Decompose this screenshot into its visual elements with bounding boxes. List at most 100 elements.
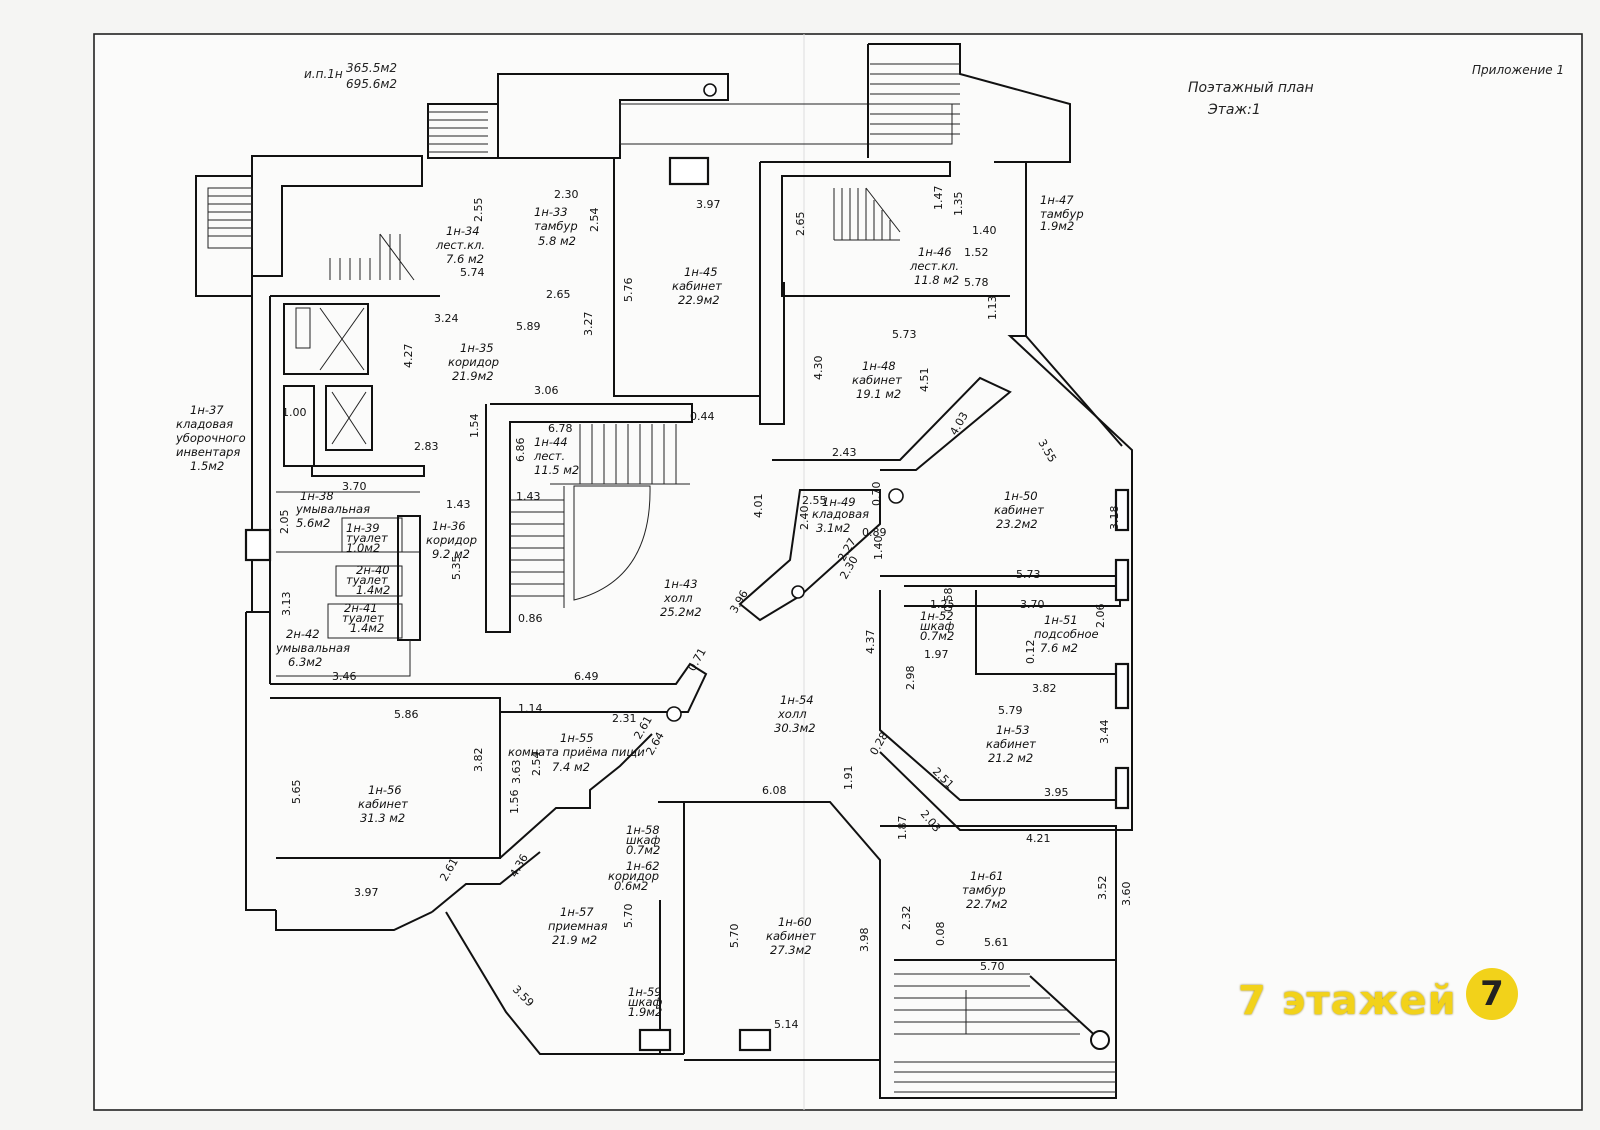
svg-text:6.3м2: 6.3м2 — [288, 655, 322, 669]
svg-text:1н-62: 1н-62 — [626, 859, 660, 873]
dimension-label: 6.08 — [762, 784, 787, 797]
svg-text:1н-44: 1н-44 — [534, 435, 568, 449]
dimension-label: 1.47 — [932, 186, 945, 211]
svg-text:туалет: туалет — [346, 531, 388, 545]
svg-text:1н-52: 1н-52 — [920, 609, 954, 623]
svg-text:2н-42: 2н-42 — [286, 627, 320, 641]
svg-text:27.3м2: 27.3м2 — [770, 943, 812, 957]
dimension-label: 5.70 — [622, 904, 635, 929]
dimension-label: 5.70 — [980, 960, 1005, 973]
dimension-label: 5.78 — [964, 276, 989, 289]
svg-text:0.7м2: 0.7м2 — [626, 843, 660, 857]
svg-text:11.5 м2: 11.5 м2 — [534, 463, 579, 477]
svg-text:тамбур: тамбур — [962, 883, 1006, 897]
dimension-label: 1.56 — [508, 790, 521, 815]
dimension-label: 2.30 — [554, 188, 579, 201]
svg-text:30.3м2: 30.3м2 — [774, 721, 816, 735]
svg-text:1н-48: 1н-48 — [862, 359, 896, 373]
appendix-label: Приложение 1 — [1472, 63, 1564, 77]
svg-text:1.9м2: 1.9м2 — [1040, 219, 1074, 233]
stairs — [208, 63, 1116, 1093]
svg-text:лест.кл.: лест.кл. — [909, 259, 959, 273]
dimension-label: 1.43 — [516, 490, 541, 503]
dimension-label: 4.51 — [918, 368, 931, 393]
dimension-label: 5.89 — [516, 320, 541, 333]
dimension-label: 5.86 — [394, 708, 419, 721]
dimension-label: 1.25 — [930, 598, 955, 611]
svg-text:1н-34: 1н-34 — [446, 224, 480, 238]
svg-text:1н-51: 1н-51 — [1044, 613, 1078, 627]
svg-text:кабинет: кабинет — [852, 373, 902, 387]
svg-text:инвентаря: инвентаря — [176, 445, 240, 459]
dimension-label: 3.98 — [858, 928, 871, 953]
dimension-label: 1.91 — [842, 766, 855, 791]
dimension-label: 5.79 — [998, 704, 1023, 717]
dimension-label: 2.98 — [904, 666, 917, 691]
svg-text:22.9м2: 22.9м2 — [678, 293, 720, 307]
seven-logo-text: 7 — [1480, 974, 1504, 1014]
dimension-label: 3.52 — [1096, 876, 1109, 901]
dimension-label: 3.60 — [1120, 882, 1133, 907]
dimension-label: 2.65 — [794, 212, 807, 237]
svg-text:кладовая: кладовая — [176, 417, 233, 431]
dimension-label: 3.82 — [1032, 682, 1057, 695]
dimension-label: 0.70 — [870, 482, 883, 507]
svg-text:25.2м2: 25.2м2 — [660, 605, 702, 619]
svg-text:22.7м2: 22.7м2 — [966, 897, 1008, 911]
dimension-label: 3.70 — [1020, 598, 1045, 611]
svg-text:кабинет: кабинет — [672, 279, 722, 293]
dimension-label: 2.06 — [1094, 604, 1107, 629]
plan-title: Поэтажный план — [1188, 80, 1314, 96]
dimension-label: 3.44 — [1098, 720, 1111, 745]
svg-text:лест.кл.: лест.кл. — [435, 238, 485, 252]
dimension-label: 3.95 — [1044, 786, 1069, 799]
dimension-label: 5.35 — [450, 556, 463, 581]
svg-text:0.7м2: 0.7м2 — [920, 629, 954, 643]
dimension-label: 4.21 — [1026, 832, 1051, 845]
svg-text:21.9 м2: 21.9 м2 — [552, 933, 597, 947]
dimension-label: 5.74 — [460, 266, 485, 279]
svg-text:холл: холл — [777, 707, 807, 721]
svg-text:коридор: коридор — [608, 869, 659, 883]
svg-text:1.9м2: 1.9м2 — [628, 1005, 662, 1019]
area-value-1: 365.5м2 — [346, 61, 397, 75]
svg-text:1н-45: 1н-45 — [684, 265, 718, 279]
svg-text:19.1 м2: 19.1 м2 — [856, 387, 901, 401]
dimension-label: 2.55 — [472, 198, 485, 223]
svg-text:1н-50: 1н-50 — [1004, 489, 1038, 503]
dimension-label: 1.13 — [986, 296, 999, 321]
svg-text:умывальная: умывальная — [275, 641, 350, 655]
svg-text:2н-40: 2н-40 — [356, 563, 390, 577]
svg-text:приемная: приемная — [548, 919, 608, 933]
svg-text:тамбур: тамбур — [1040, 207, 1084, 221]
dimension-label: 1.40 — [972, 224, 997, 237]
svg-text:7.6 м2: 7.6 м2 — [446, 252, 484, 266]
svg-text:шкаф: шкаф — [920, 619, 955, 633]
dimension-label: 6.78 — [548, 422, 573, 435]
dimension-label: 4.37 — [864, 630, 877, 655]
dimension-label: 1.54 — [468, 414, 481, 439]
svg-text:коридор: коридор — [448, 355, 499, 369]
dimension-label: 1.52 — [964, 246, 989, 259]
dimension-label: 2.32 — [900, 906, 913, 931]
dimension-label: 2.65 — [546, 288, 571, 301]
area-label: и.п.1н — [304, 67, 343, 81]
dimension-label: 3.46 — [332, 670, 357, 683]
svg-text:21.9м2: 21.9м2 — [452, 369, 494, 383]
dimension-label: 5.65 — [290, 780, 303, 805]
svg-text:уборочного: уборочного — [175, 431, 246, 445]
dimension-label: 0.44 — [690, 410, 715, 423]
